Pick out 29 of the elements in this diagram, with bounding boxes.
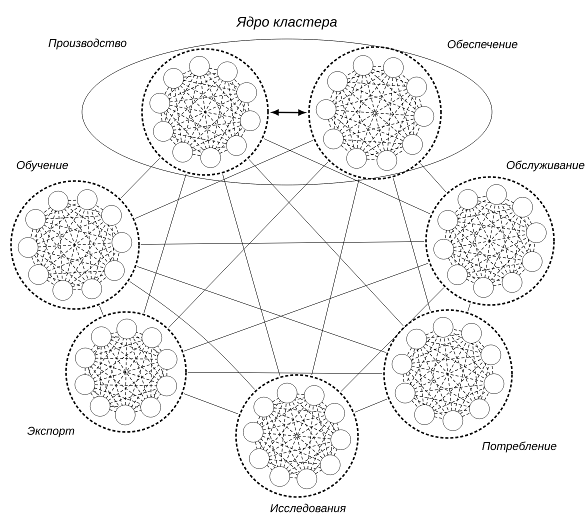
- cluster-label: Потребление: [482, 442, 556, 452]
- connector-line: [140, 241, 424, 245]
- cluster-label: Исследования: [270, 504, 346, 512]
- cluster-label: Обеспечение: [448, 40, 518, 48]
- connector-line: [188, 372, 382, 374]
- connector-line: [222, 174, 280, 376]
- connector-line: [184, 263, 428, 352]
- connector-line: [144, 174, 186, 314]
- core-title: Ядро кластера: [236, 16, 337, 30]
- cluster-label: Экспорт: [27, 426, 74, 438]
- connector-line: [129, 281, 255, 390]
- cluster-label: Обслуживание: [506, 160, 584, 172]
- connector-line: [393, 178, 431, 311]
- connector-line: [168, 162, 328, 328]
- connector-line: [248, 159, 404, 326]
- connector-line: [134, 140, 314, 219]
- connector-line: [120, 158, 160, 198]
- connector-line: [354, 398, 388, 412]
- connector-line: [184, 393, 238, 414]
- connector-line: [136, 266, 386, 353]
- connector-line: [420, 163, 446, 192]
- cluster-label: Обучение: [16, 160, 68, 172]
- connector-line: [99, 306, 104, 315]
- connector-line: [468, 303, 470, 312]
- cluster-label: Производство: [48, 38, 126, 50]
- connector-line: [264, 138, 430, 214]
- connector-line: [340, 288, 444, 392]
- double-arrow: [272, 109, 306, 116]
- connector-line: [312, 178, 360, 376]
